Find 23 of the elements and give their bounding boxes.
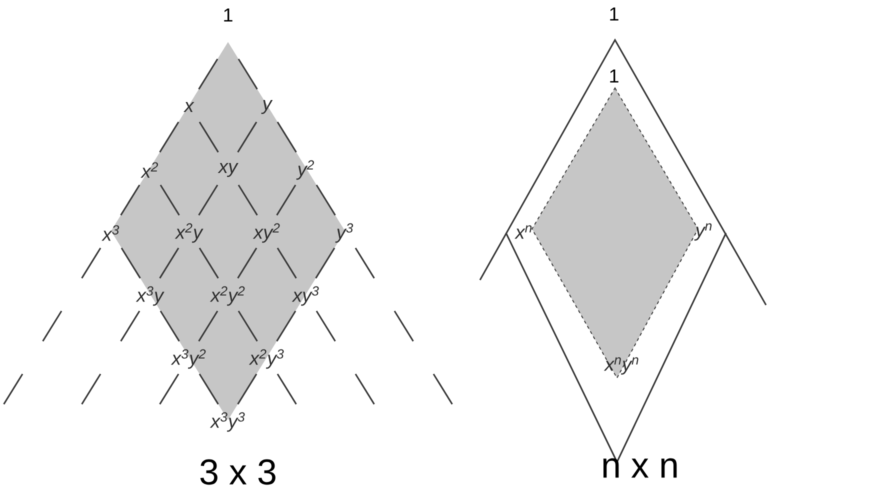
- number-label: 1: [610, 69, 618, 83]
- number-label: 1: [224, 8, 232, 22]
- monomial-label: x$^{2}$y$^{3}$: [248, 349, 284, 369]
- monomial-label: xy$^{3}$: [292, 286, 319, 306]
- caption: 3 x 3: [200, 459, 276, 485]
- monomial-label: y$^{2}$: [296, 160, 314, 180]
- monomial-label: x$^{n}$y$^{n}$: [604, 357, 638, 375]
- monomial-label: y$^{3}$: [335, 223, 354, 243]
- monomial-label: y: [261, 100, 273, 114]
- monomial-label: x$^{3}$y: [136, 286, 164, 306]
- monomial-label: x$^{3}$y$^{2}$: [170, 349, 206, 369]
- monomial-label: xy$^{2}$: [252, 223, 280, 243]
- number-label: 1: [610, 7, 618, 21]
- monomial-label: x$^{2}$y$^{2}$: [210, 286, 245, 306]
- monomial-label: x$^{3}$: [102, 225, 120, 241]
- monomial-label: xy: [218, 163, 238, 177]
- monomial-label: y$^{n}$: [694, 223, 712, 241]
- monomial-label: x$^{2}$y: [174, 223, 204, 243]
- monomial-label: x: [184, 102, 194, 112]
- monomial-label: x$^{3}$y$^{3}$: [210, 412, 245, 432]
- caption: n x n: [603, 458, 677, 478]
- monomial-label: x$^{2}$: [140, 162, 158, 178]
- monomial-label: x$^{n}$: [514, 225, 532, 239]
